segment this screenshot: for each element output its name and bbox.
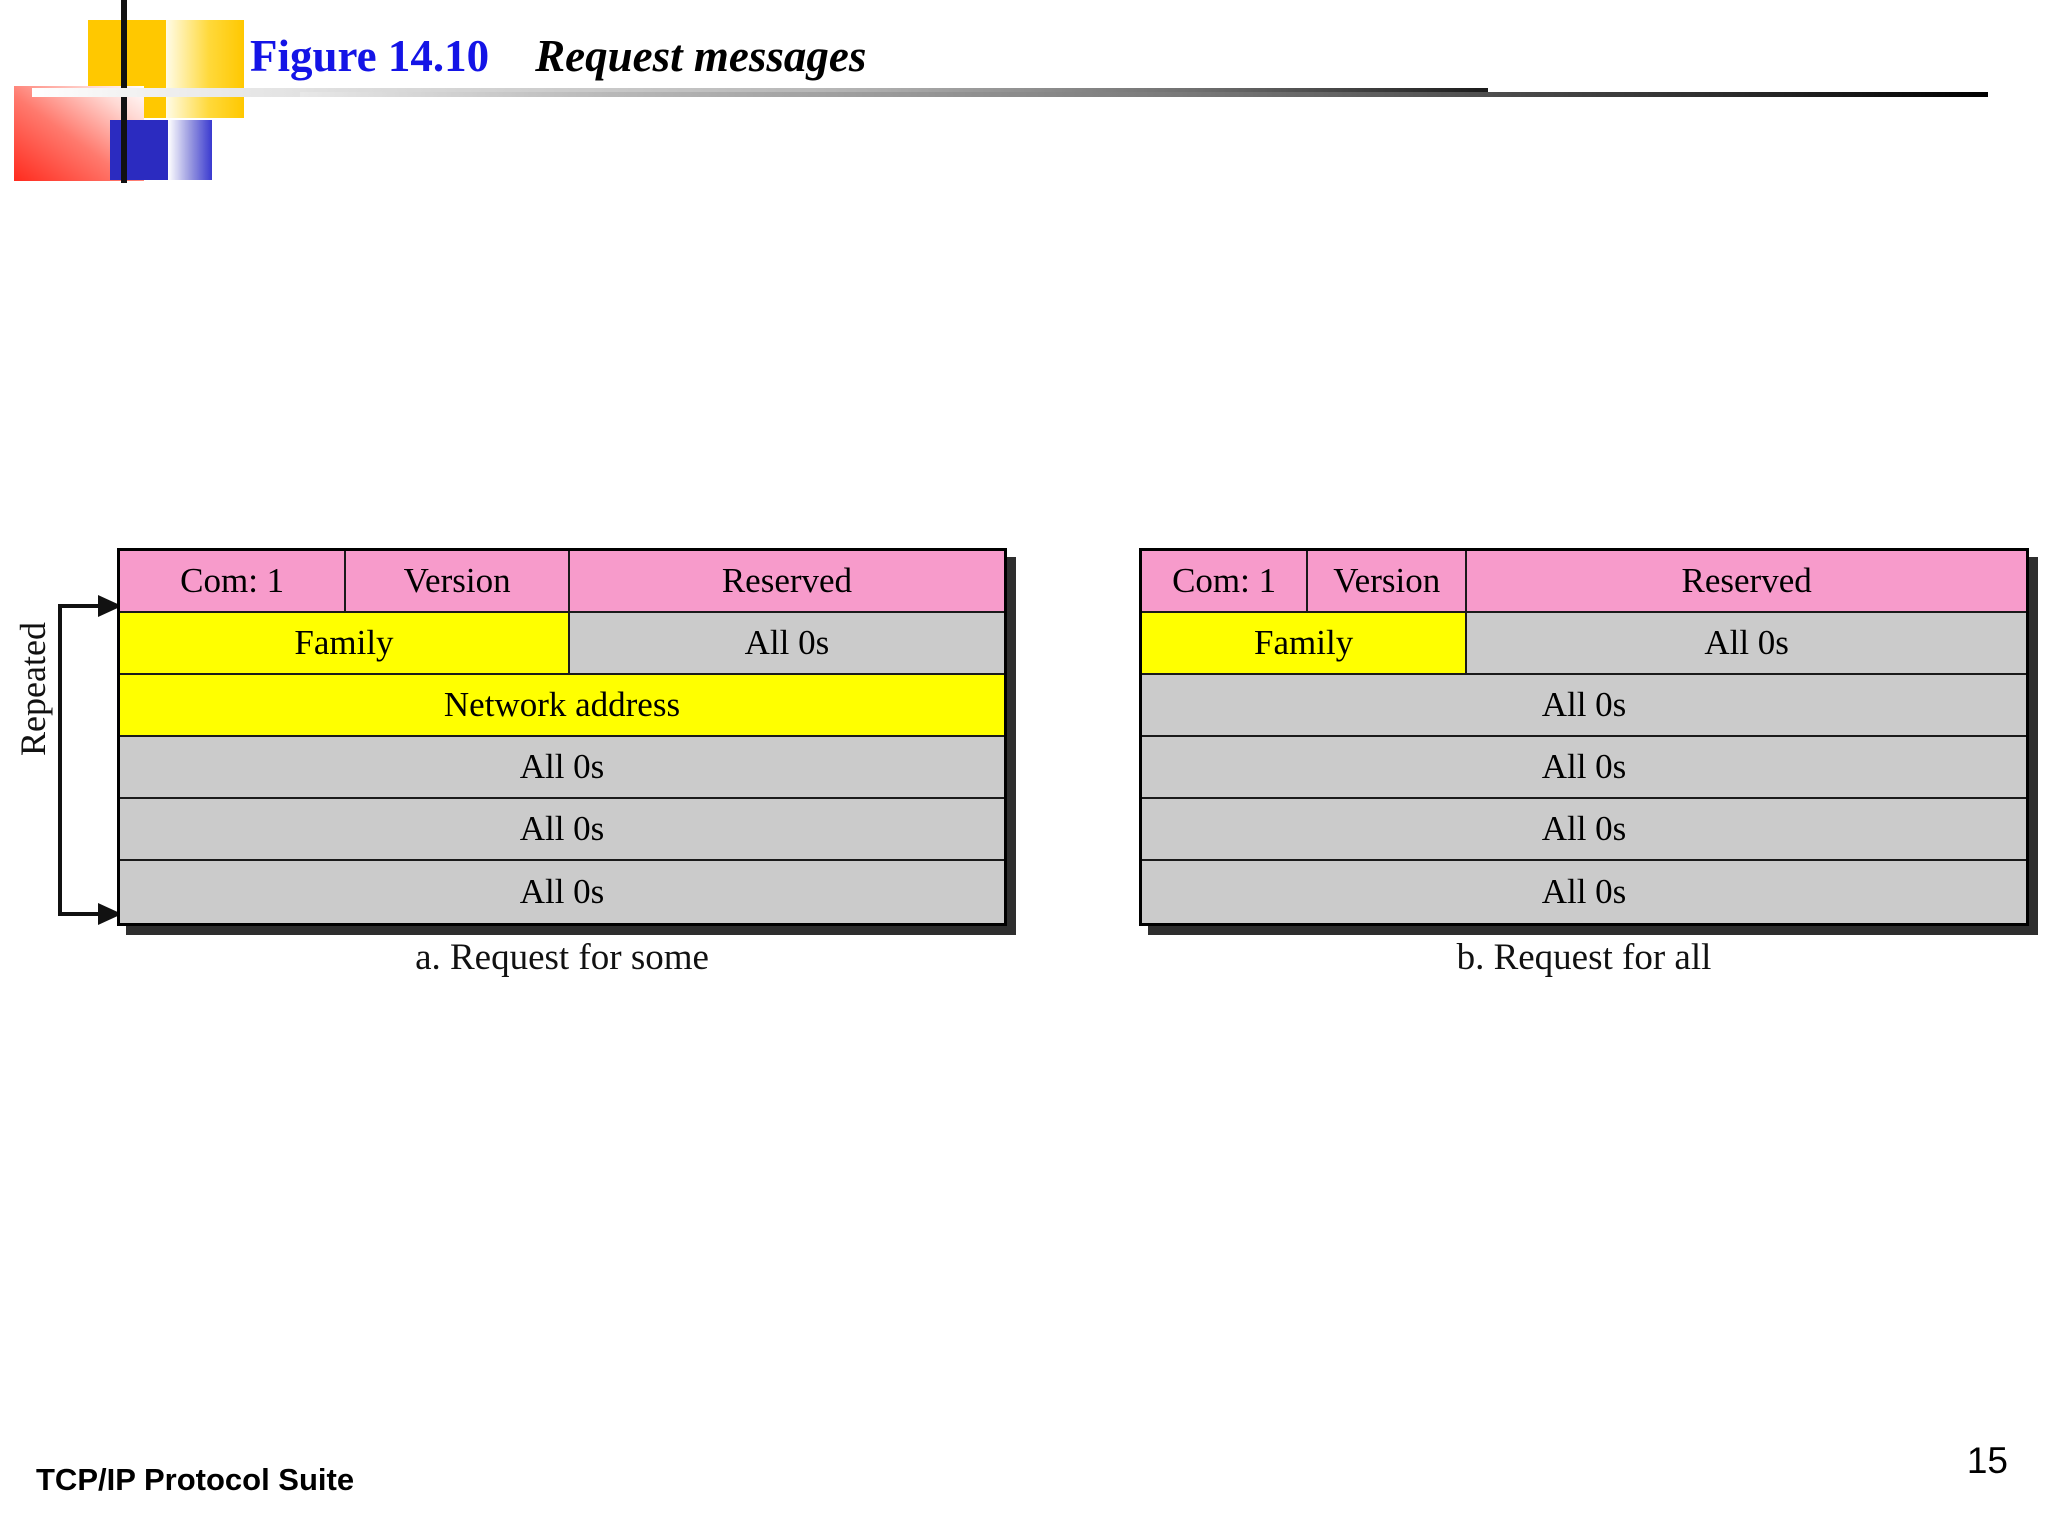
slide-header-decoration <box>0 0 340 250</box>
packet-field: All 0s <box>1142 799 2026 859</box>
bracket-bottom-line <box>58 912 116 916</box>
decoration-horizontal-rule-dark <box>300 92 1988 97</box>
repeated-label: Repeated <box>13 622 53 756</box>
packet-row: All 0s <box>120 737 1004 799</box>
decoration-blue-gradient-square <box>168 120 212 180</box>
packet-row: All 0s <box>1142 737 2026 799</box>
repeated-bracket <box>58 595 122 925</box>
repeated-annotation: Repeated <box>0 548 122 968</box>
packet-row: Network address <box>120 675 1004 737</box>
diagram-caption: a. Request for some <box>415 937 709 978</box>
packet-field: Reserved <box>569 551 1004 611</box>
packet-field: All 0s <box>1142 737 2026 797</box>
decoration-blue-square <box>110 120 168 180</box>
figure-number: Figure 14.10 <box>250 31 490 81</box>
packet-field: Network address <box>120 675 1004 735</box>
packet-field: All 0s <box>1142 861 2026 923</box>
packet-field: All 0s <box>120 799 1004 859</box>
packet-field: Family <box>1142 613 1468 673</box>
packet-field: Com: 1 <box>1142 551 1309 611</box>
packet-field: Com: 1 <box>120 551 347 611</box>
decoration-yellow-gradient-square <box>166 20 244 118</box>
packet-field: All 0s <box>1467 613 2026 673</box>
packet-field: Reserved <box>1467 551 2026 611</box>
bracket-top-line <box>58 604 116 608</box>
page-number: 15 <box>1966 1440 2008 1481</box>
bracket-vertical-line <box>58 604 62 916</box>
packet-field: All 0s <box>1142 675 2026 735</box>
figure-title: Request messages <box>535 31 867 81</box>
packet-row: All 0s <box>1142 675 2026 737</box>
packet-field: All 0s <box>569 613 1004 673</box>
diagram-caption: b. Request for all <box>1456 937 1712 978</box>
packet-row: All 0s <box>120 799 1004 861</box>
footer-title: TCP/IP Protocol Suite <box>36 1462 355 1497</box>
bracket-arrow-top-icon <box>98 595 122 617</box>
packet-row: All 0s <box>1142 799 2026 861</box>
packet-row: All 0s <box>1142 861 2026 923</box>
packet-row: All 0s <box>120 861 1004 923</box>
page-title: Figure 14.10 Request messages <box>250 34 866 79</box>
packet-field: Family <box>120 613 570 673</box>
packet-field: Version <box>1308 551 1468 611</box>
packet-field: All 0s <box>120 737 1004 797</box>
bracket-arrow-bottom-icon <box>98 903 122 925</box>
packet-field: All 0s <box>120 861 1004 923</box>
packet-field: Version <box>346 551 570 611</box>
